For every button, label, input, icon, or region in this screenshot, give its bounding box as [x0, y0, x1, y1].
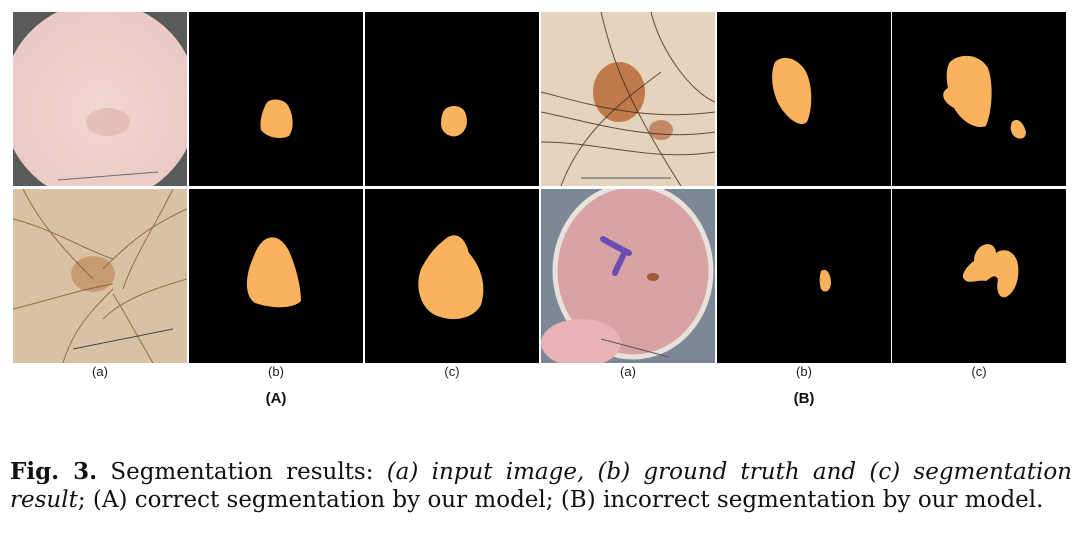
caption-lead: Fig. 3.	[10, 458, 98, 485]
panel-b-row1-segmentation	[892, 12, 1066, 186]
panel-a-row2-input-image	[13, 189, 187, 363]
panel-b-col-a-label: (a)	[620, 364, 636, 379]
caption-italic: (a) input image, (b) ground truth and (c…	[10, 459, 1072, 513]
panel-b-row2-input-image	[541, 189, 715, 363]
caption-text-2: ; (A) correct segmentation by our model;…	[77, 487, 1044, 513]
panel-a-col-a-label: (a)	[92, 364, 108, 379]
panel-b-label: (B)	[793, 390, 815, 407]
panel-a-row2-ground-truth	[189, 189, 363, 363]
caption-text-1: Segmentation results:	[110, 459, 374, 485]
panel-a-label: (A)	[265, 390, 287, 407]
panel-a-row1-segmentation	[365, 12, 539, 186]
figure-caption: Fig. 3. Segmentation results: (a) input …	[10, 458, 1072, 514]
panel-b-col-c-label: (c)	[971, 364, 987, 379]
panel-a-row2-segmentation	[365, 189, 539, 363]
panel-b-row2-ground-truth	[717, 189, 891, 363]
panel-a-col-b-label: (b)	[268, 364, 284, 379]
panel-b-row2-segmentation	[892, 189, 1066, 363]
panel-b-col-b-label: (b)	[796, 364, 812, 379]
panel-a-row1-ground-truth	[189, 12, 363, 186]
panel-b-row1-input-image	[541, 12, 715, 186]
panel-a-row1-input-image	[13, 12, 187, 186]
panel-a-col-c-label: (c)	[444, 364, 460, 379]
panel-b-row1-ground-truth	[717, 12, 891, 186]
